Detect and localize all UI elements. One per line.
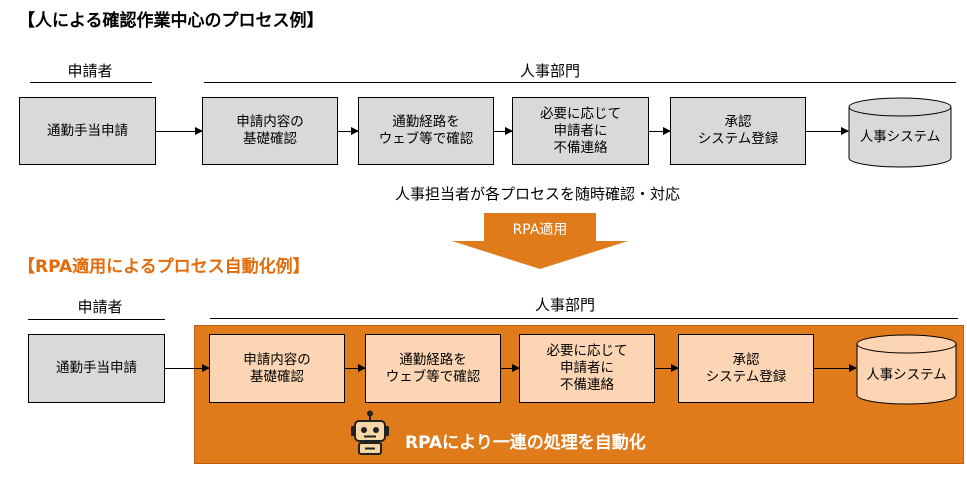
bottom-step-3: 必要に応じて 申請者に 不備連絡 (519, 334, 655, 403)
top-step-4: 承認 システム登録 (670, 97, 806, 165)
robot-icon (351, 410, 389, 455)
top-applicant-lane-label: 申請者 (67, 62, 113, 80)
rpa-automation-caption: RPAにより一連の処理を自動化 (405, 433, 646, 453)
bottom-section-title: 【RPA適用によるプロセス自動化例】 (18, 257, 310, 277)
bottom-arrow-5 (814, 364, 857, 372)
top-process-note: 人事担当者が各プロセスを随時確認・対応 (395, 185, 681, 203)
top-arrow-1 (156, 127, 203, 135)
bottom-hr-lane-label: 人事部門 (534, 296, 595, 314)
bottom-applicant-box: 通勤手当申請 (28, 334, 165, 403)
bottom-step-2: 通勤経路を ウェブ等で確認 (365, 334, 501, 403)
top-arrow-2 (338, 127, 359, 135)
top-step-3: 必要に応じて 申請者に 不備連絡 (512, 97, 649, 165)
rpa-transition-arrow-icon (452, 213, 628, 269)
top-section-title: 【人による確認作業中心のプロセス例】 (18, 11, 324, 31)
bottom-database-label: 人事システム (866, 367, 947, 383)
top-step-2: 通勤経路を ウェブ等で確認 (358, 97, 494, 165)
bottom-applicant-lane-label: 申請者 (77, 298, 123, 316)
top-step-1: 申請内容の 基礎確認 (202, 97, 338, 165)
top-arrow-3 (494, 127, 513, 135)
bottom-arrow-2 (345, 364, 366, 372)
bottom-arrow-1 (165, 364, 210, 372)
top-database-label: 人事システム (859, 129, 941, 145)
bottom-step-4: 承認 システム登録 (678, 334, 814, 403)
rpa-transition-label: RPA適用 (512, 222, 568, 238)
bottom-applicant-lane-rule (28, 319, 165, 320)
bottom-arrow-3 (501, 364, 520, 372)
bottom-database-icon (856, 334, 957, 405)
top-arrow-5 (806, 127, 849, 135)
top-database-icon (848, 97, 952, 168)
top-applicant-box: 通勤手当申請 (19, 97, 156, 165)
top-arrow-4 (649, 127, 671, 135)
top-hr-lane-rule (204, 82, 956, 83)
bottom-arrow-4 (655, 364, 679, 372)
bottom-hr-lane-rule (210, 318, 958, 319)
top-hr-lane-label: 人事部門 (519, 62, 580, 80)
bottom-step-1: 申請内容の 基礎確認 (209, 334, 345, 403)
top-applicant-lane-rule (30, 82, 152, 83)
